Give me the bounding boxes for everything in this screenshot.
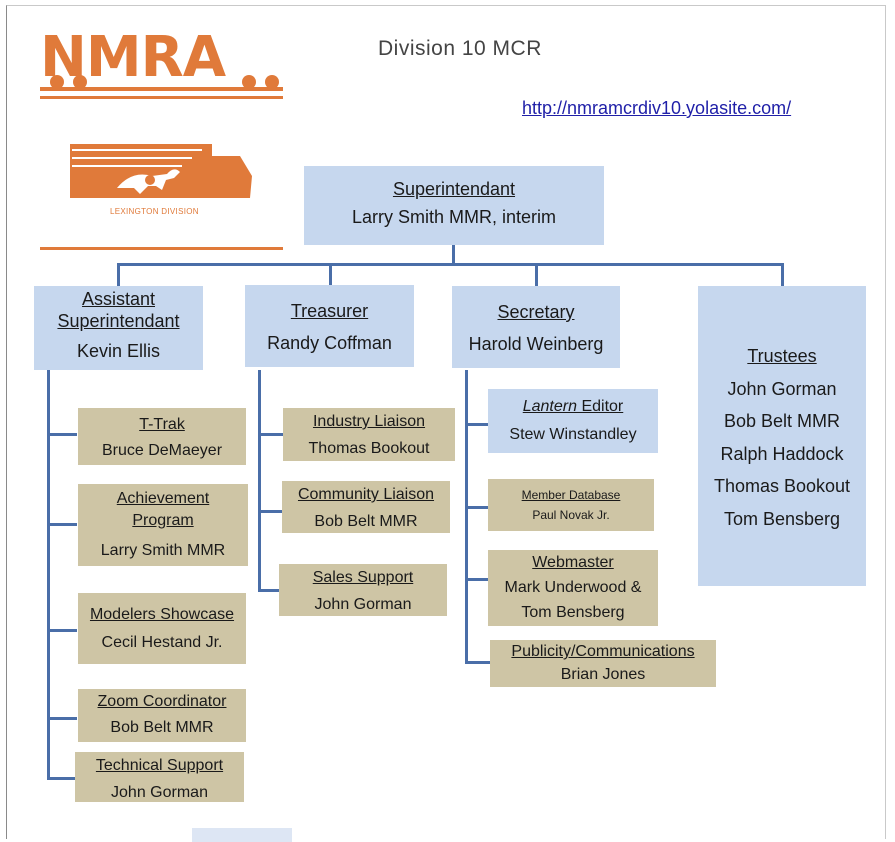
role-box-achievement-program: Achievement Program Larry Smith MMR <box>78 484 248 566</box>
trustee-name: Thomas Bookout <box>713 476 851 496</box>
role-box-webmaster: Webmaster Mark Underwood & Tom Bensberg <box>488 550 658 626</box>
website-link[interactable]: http://nmramcrdiv10.yolasite.com/ <box>522 98 792 118</box>
logo-divider <box>40 247 283 250</box>
trustees-box: Trustees John Gorman Bob Belt MMR Ralph … <box>698 286 866 586</box>
nmra-logo-text: NMRA <box>40 25 226 90</box>
superintendant-box: Superintendant Larry Smith MMR, interim <box>304 166 604 245</box>
assistant-superintendant-box: Assistant Superintendant Kevin Ellis <box>34 286 203 370</box>
page-frame <box>6 5 886 839</box>
secretary-box: Secretary Harold Weinberg <box>452 286 620 368</box>
page-title: Division 10 MCR <box>378 37 542 60</box>
role-box-industry-liaison: Industry Liaison Thomas Bookout <box>283 408 455 461</box>
partial-box <box>192 828 292 842</box>
role-box-community-liaison: Community Liaison Bob Belt MMR <box>282 481 450 533</box>
trustee-name: Ralph Haddock <box>720 443 844 464</box>
trustee-name: Bob Belt MMR <box>723 411 841 431</box>
trustee-name: John Gorman <box>727 378 837 399</box>
role-box-sales-support: Sales Support John Gorman <box>279 564 447 616</box>
superintendant-name: Larry Smith MMR, interim <box>351 207 557 227</box>
role-box-zoom-coordinator: Zoom Coordinator Bob Belt MMR <box>78 689 246 742</box>
superintendant-title: Superintendant <box>392 179 516 199</box>
role-box-publicity-communications: Publicity/Communications Brian Jones <box>490 640 716 687</box>
treasurer-box: Treasurer Randy Coffman <box>245 285 414 367</box>
role-box-lantern-editor: Lantern Editor Stew Winstandley <box>488 389 658 453</box>
trustee-name: Tom Bensberg <box>723 508 841 529</box>
role-box-technical-support: Technical Support John Gorman <box>75 752 244 802</box>
role-box-modelers-showcase: Modelers Showcase Cecil Hestand Jr. <box>78 593 246 664</box>
lexington-division-logo <box>70 144 252 198</box>
division-label: LEXINGTON DIVISION <box>110 207 199 216</box>
role-box-member-database: Member Database Paul Novak Jr. <box>488 479 654 531</box>
role-box-t-trak: T-Trak Bruce DeMaeyer <box>78 408 246 465</box>
